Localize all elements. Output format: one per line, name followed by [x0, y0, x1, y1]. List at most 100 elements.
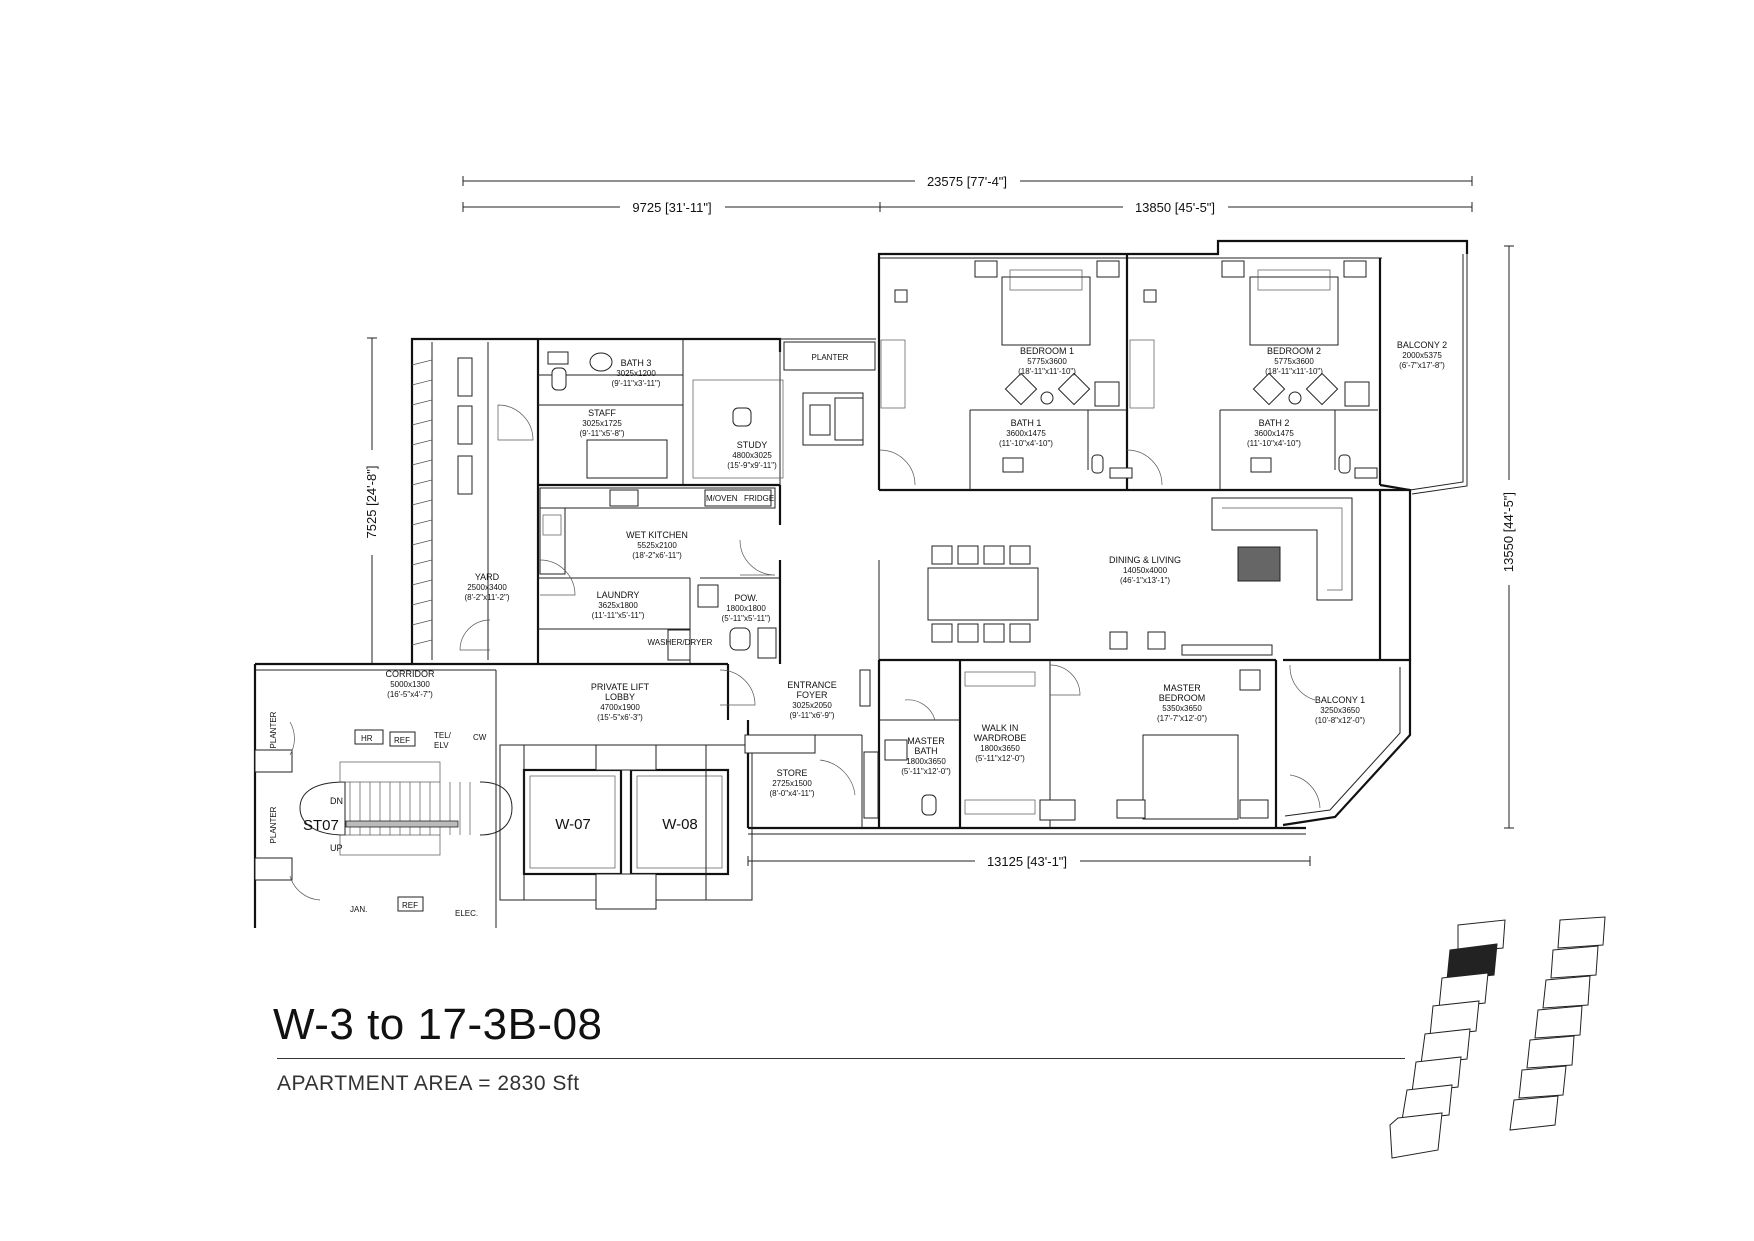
master-bedroom-name: MASTER: [1163, 683, 1201, 693]
dim-left-height: 7525 [24'-8"]: [364, 466, 379, 539]
stair-down-label: DN: [330, 796, 343, 806]
dining-living-name: DINING & LIVING: [1109, 555, 1181, 565]
bath1-size: 3600x1475: [1006, 429, 1046, 438]
bath1-imperial: (11'-10"x4'-10"): [999, 439, 1053, 448]
master-bedroom-imperial: (17'-7"x12'-0"): [1157, 714, 1207, 723]
planter-label-2: PLANTER: [269, 806, 278, 843]
stair-label: ST07: [303, 817, 339, 834]
core: PLANTER PLANTER ST07 DN UP HR REF TEL/ E…: [254, 711, 753, 918]
bath1-name: BATH 1: [1011, 418, 1042, 428]
corridor-size: 5000x1300: [390, 680, 430, 689]
wet-kitchen-imperial: (18'-2"x6'-11"): [632, 551, 682, 560]
lift-lobby-imperial: (15'-5"x6'-3"): [597, 713, 643, 722]
stair-up-label: UP: [330, 843, 343, 853]
bath3-name: BATH 3: [621, 358, 652, 368]
dining-living-imperial: (46'-1"x13'-1"): [1120, 576, 1170, 585]
planter-label-1: PLANTER: [269, 711, 278, 748]
unit-title: W-3 to 17-3B-08: [273, 1000, 603, 1049]
wet-kitchen-size: 5525x2100: [637, 541, 677, 550]
yard-imperial: (8'-2"x11'-2"): [464, 593, 509, 602]
wet-kitchen-name: WET KITCHEN: [626, 530, 688, 540]
study-size: 4800x3025: [732, 451, 772, 460]
dim-right-height: 13550 [44'-5"]: [1501, 492, 1516, 572]
bedroom1-name: BEDROOM 1: [1020, 346, 1074, 356]
bath3-size: 3025x1200: [616, 369, 656, 378]
yard-grille: [411, 359, 433, 646]
master-bath-name: MASTER: [907, 736, 945, 746]
foyer-name2: FOYER: [796, 690, 828, 700]
foyer-size: 3025x2050: [792, 701, 832, 710]
outer-walls: PLANTER: [410, 239, 1469, 835]
apartment-area: APARTMENT AREA = 2830 Sft: [277, 1072, 580, 1095]
bath2-name: BATH 2: [1259, 418, 1290, 428]
elv-label: ELV: [434, 741, 449, 750]
wardrobe-name: WALK IN: [982, 723, 1019, 733]
dimension-lines: 23575 [77'-4"] 9725 [31'-11"] 13850 [45'…: [362, 173, 1519, 869]
planter-top-label: PLANTER: [812, 353, 849, 362]
study-imperial: (15'-9"x9'-11"): [727, 461, 777, 470]
yard-name: YARD: [475, 572, 500, 582]
elec-label: ELEC.: [455, 909, 478, 918]
ref-label-top: REF: [394, 736, 410, 745]
dining-living-size: 14050x4000: [1123, 566, 1168, 575]
bedroom2-size: 5775x3600: [1274, 357, 1314, 366]
balcony2-name: BALCONY 2: [1397, 340, 1447, 350]
master-bath-imperial: (5'-11"x12'-0"): [901, 767, 951, 776]
balcony2-imperial: (6'-7"x17'-8"): [1399, 361, 1445, 370]
yard-size: 2500x3400: [467, 583, 507, 592]
jan-label: JAN.: [350, 905, 367, 914]
foyer-name: ENTRANCE: [787, 680, 837, 690]
corridor-name: CORRIDOR: [386, 669, 435, 679]
lift-lobby-name: PRIVATE LIFT: [591, 682, 650, 692]
bath2-size: 3600x1475: [1254, 429, 1294, 438]
washer-label: WASHER/DRYER: [648, 638, 713, 647]
furniture: M/OVEN FRIDGE: [411, 260, 1378, 821]
balcony1-name: BALCONY 1: [1315, 695, 1365, 705]
moven-label: M/OVEN: [706, 494, 738, 503]
cw-label: CW: [473, 733, 487, 742]
wardrobe-name2: WARDROBE: [974, 733, 1027, 743]
study-name: STUDY: [737, 440, 768, 450]
balcony1-size: 3250x3650: [1320, 706, 1360, 715]
corridor-imperial: (16'-5"x4'-7"): [387, 690, 433, 699]
laundry-size: 3625x1800: [598, 601, 638, 610]
fridge-label: FRIDGE: [744, 494, 774, 503]
door-swings: [289, 404, 1321, 901]
wardrobe-size: 1800x3650: [980, 744, 1020, 753]
room-labels: BATH 3 3025x1200 (9'-11"x3'-11") STAFF 3…: [386, 340, 1448, 798]
master-bath-name2: BATH: [914, 746, 937, 756]
store-size: 2725x1500: [772, 779, 812, 788]
master-bedroom-name2: BEDROOM: [1159, 693, 1206, 703]
pow-size: 1800x1800: [726, 604, 766, 613]
lift-lobby-size: 4700x1900: [600, 703, 640, 712]
balcony1-imperial: (10'-8"x12'-0"): [1315, 716, 1365, 725]
bedroom1-size: 5775x3600: [1027, 357, 1067, 366]
wardrobe-imperial: (5'-11"x12'-0"): [975, 754, 1025, 763]
dim-left-width: 9725 [31'-11"]: [632, 200, 711, 215]
interior-walls: [253, 254, 1410, 928]
master-bath-size: 1800x3650: [906, 757, 946, 766]
pow-imperial: (5'-11"x5'-11"): [722, 614, 771, 623]
foyer-imperial: (9'-11"x6'-9"): [789, 711, 834, 720]
key-plan: [1389, 916, 1606, 1159]
staff-name: STAFF: [588, 408, 616, 418]
bath3-imperial: (9'-11"x3'-11"): [612, 379, 661, 388]
hr-label: HR: [361, 734, 373, 743]
lift-lobby-name2: LOBBY: [605, 692, 635, 702]
bedroom2-name: BEDROOM 2: [1267, 346, 1321, 356]
dim-right-width: 13850 [45'-5"]: [1135, 200, 1215, 215]
laundry-imperial: (11'-11"x5'-11"): [592, 611, 645, 620]
bath2-imperial: (11'-10"x4'-10"): [1247, 439, 1301, 448]
ref-label-bottom: REF: [402, 901, 418, 910]
bedroom2-imperial: (18'-11"x11'-10"): [1265, 367, 1323, 376]
key-plan-selected-unit: [1446, 943, 1498, 981]
staff-imperial: (9'-11"x5'-8"): [579, 429, 624, 438]
bedroom1-imperial: (18'-11"x11'-10"): [1018, 367, 1076, 376]
store-name: STORE: [777, 768, 808, 778]
title-divider: [277, 1058, 1405, 1059]
store-imperial: (8'-0"x4'-11"): [769, 789, 814, 798]
lift-w07: W-07: [555, 816, 591, 833]
dim-bottom-width: 13125 [43'-1"]: [987, 854, 1067, 869]
laundry-name: LAUNDRY: [597, 590, 640, 600]
